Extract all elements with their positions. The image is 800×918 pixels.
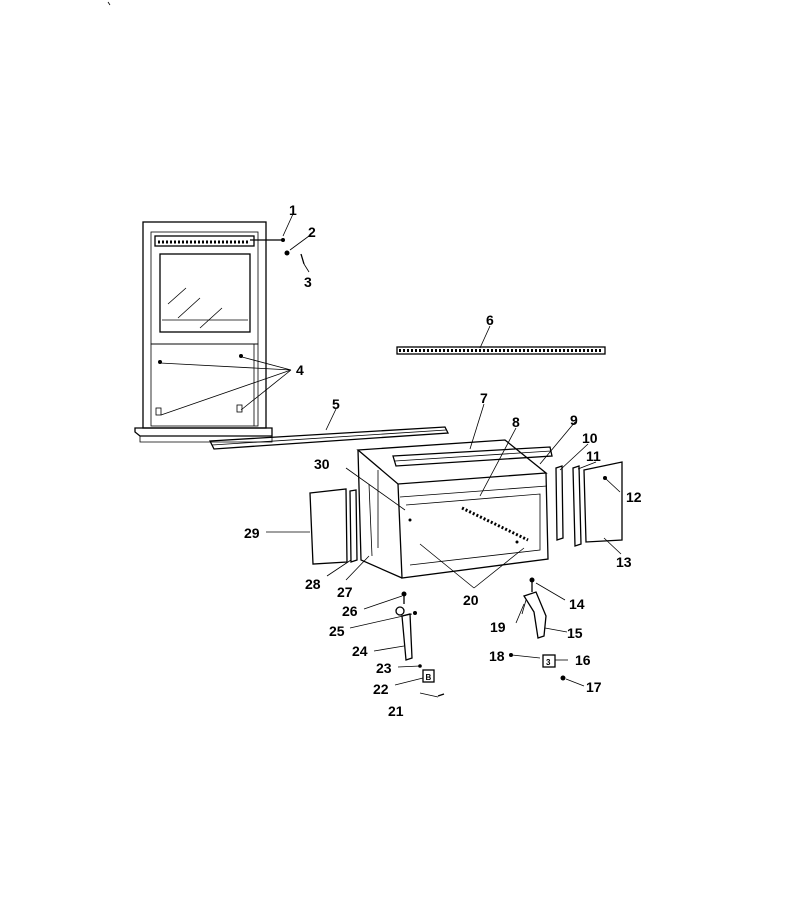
callout-10: 10 xyxy=(582,430,598,446)
callout-11: 11 xyxy=(586,448,601,464)
callout-29: 29 xyxy=(244,525,260,541)
callout-17: 17 xyxy=(586,679,602,695)
callout-14: 14 xyxy=(569,596,585,612)
callout-6: 6 xyxy=(486,312,494,328)
callout-26: 26 xyxy=(342,603,358,619)
callout-24: 24 xyxy=(352,643,368,659)
callout-16: 16 xyxy=(575,652,591,668)
callout-9: 9 xyxy=(570,412,578,428)
window-sill xyxy=(134,427,273,443)
callout-12: 12 xyxy=(626,489,642,505)
callout-27: 27 xyxy=(337,584,353,600)
callout-13: 13 xyxy=(616,554,632,570)
callout-2: 2 xyxy=(308,224,316,240)
callout-5: 5 xyxy=(332,396,340,412)
hardware-tag-b: 3 xyxy=(546,658,551,667)
callout-22: 22 xyxy=(373,681,389,697)
left-bracket-hardware xyxy=(395,591,445,697)
callout-3: 3 xyxy=(304,274,312,290)
callout-19: 19 xyxy=(490,619,506,635)
scan-mark xyxy=(107,1,111,6)
callout-1: 1 xyxy=(289,202,297,218)
callout-23: 23 xyxy=(376,660,392,676)
right-side-panel xyxy=(555,461,623,547)
top-rail-hardware xyxy=(250,238,305,265)
window-sash xyxy=(142,221,267,429)
callout-28: 28 xyxy=(305,576,321,592)
hardware-tag-a: B xyxy=(426,673,432,682)
callout-20: 20 xyxy=(463,592,479,608)
callout-30: 30 xyxy=(314,456,330,472)
callout-25: 25 xyxy=(329,623,345,639)
callout-8: 8 xyxy=(512,414,520,430)
callout-21: 21 xyxy=(388,703,404,719)
top-rail xyxy=(392,446,553,467)
callout-7: 7 xyxy=(480,390,488,406)
leader-lines xyxy=(159,213,622,698)
left-side-panel xyxy=(309,483,373,565)
cabinet-housing xyxy=(356,439,549,579)
callout-4: 4 xyxy=(296,362,304,378)
top-strip xyxy=(396,346,606,355)
callout-18: 18 xyxy=(489,648,505,664)
side-rail xyxy=(208,426,450,450)
callout-15: 15 xyxy=(567,625,583,641)
right-bracket-hardware xyxy=(509,577,566,681)
part-callouts: 1 2 3 4 5 6 7 8 9 10 11 12 13 14 15 16 1… xyxy=(244,202,642,719)
